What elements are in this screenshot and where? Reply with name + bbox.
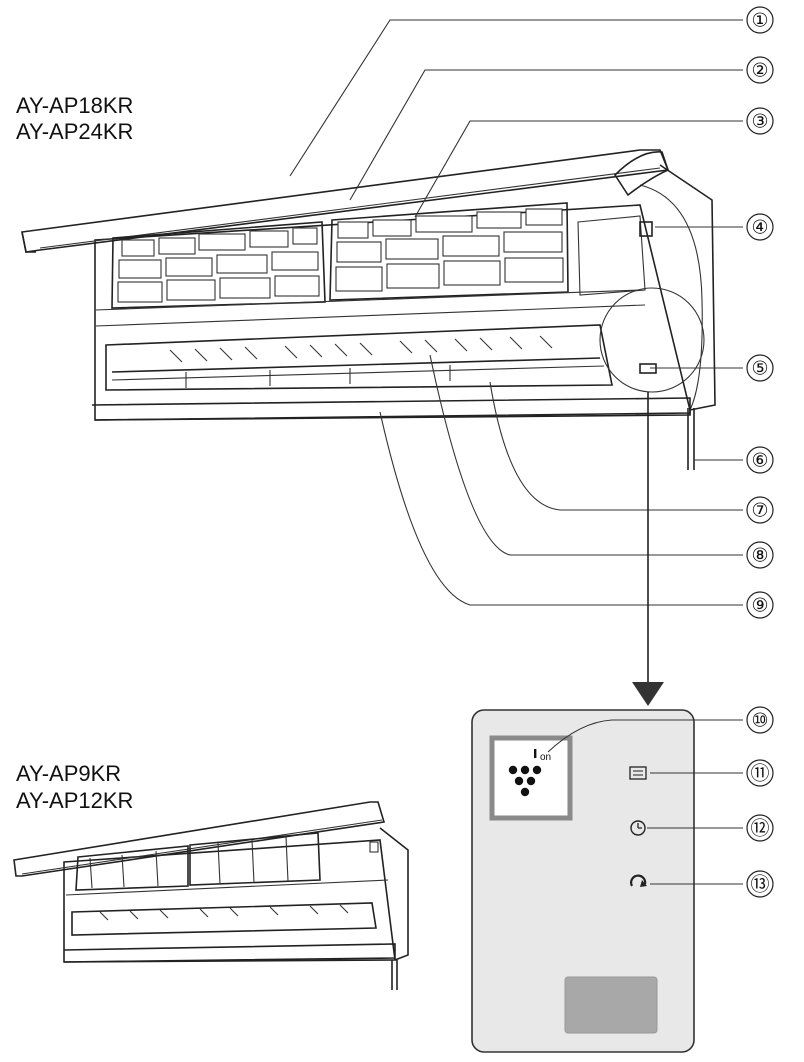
small-unit-front-panel [13,801,386,877]
svg-text:⑤: ⑤ [751,359,768,380]
timer-lamp-icon [630,820,646,836]
callout-7: ⑦ [746,496,774,524]
small-air-outlet [71,902,377,936]
callout-4: ④ [746,213,774,241]
leader-8 [429,354,743,556]
switch-part-4 [639,221,653,237]
control-compartment [577,215,646,296]
turbo-lamp-icon [630,874,647,887]
leader-lines-panel [547,719,743,885]
detail-circle [599,287,705,393]
callout-5: ⑤ [746,354,774,382]
vertical-louvers [169,335,553,363]
drain-hose [687,408,695,470]
small-front-panel-edge [21,819,383,875]
horizontal-louver [111,357,601,373]
unit-side-panel [659,164,716,411]
svg-text:⑨: ⑨ [751,596,768,617]
svg-text:⑩: ⑩ [751,711,768,732]
small-filter-left-grid [89,850,159,889]
model-label-large-2: AY-AP24KR [16,119,133,144]
front-panel-tab [21,231,36,253]
leader-9 [379,411,743,606]
operation-lamp-icon [629,766,647,780]
signal-receiver [564,976,658,1034]
svg-text:⑧: ⑧ [751,546,768,567]
ion-label-text: on [540,752,551,763]
unit-side-curve [639,184,703,411]
body-line-1 [95,289,641,311]
air-outlet [105,324,613,391]
svg-text:⑬: ⑬ [750,874,769,896]
small-drain-hose [391,960,398,990]
small-body-line [65,879,389,896]
small-vertical-louvers [99,904,349,921]
leader-10 [547,719,743,753]
svg-text:⑫: ⑫ [750,818,769,840]
model-label-small-2: AY-AP12KR [16,788,133,813]
indoor-unit-large [21,149,716,470]
small-filter-left [75,845,189,891]
indoor-unit-small [13,801,409,990]
body-line-2 [95,304,646,327]
svg-text:④: ④ [751,218,768,239]
leader-1 [289,19,743,177]
leader-lines-large [289,19,743,606]
svg-text:③: ③ [751,112,768,133]
callout-1: ① [746,6,774,34]
svg-text:⑪: ⑪ [750,763,769,785]
svg-text:②: ② [751,61,768,82]
small-unit-side [379,827,409,961]
front-panel-edge [39,167,661,249]
svg-text:⑥: ⑥ [751,451,768,472]
small-filter-right [189,832,321,886]
leader-2 [349,69,743,201]
callout-9: ⑨ [746,591,774,619]
model-label-small-1: AY-AP9KR [16,761,121,786]
louver-dividers [185,365,451,388]
callout-3: ③ [746,107,774,135]
callout-2: ② [746,56,774,84]
callout-12: ⑫ [746,814,774,842]
display-panel-detail: on [471,709,695,1053]
callout-13: ⑬ [746,870,774,898]
small-unit-bottom [63,943,396,963]
svg-text:⑦: ⑦ [751,501,768,522]
callout-10: ⑩ [746,706,774,734]
detail-arrow [632,392,664,706]
callout-8: ⑧ [746,541,774,569]
unit-bottom-edge [91,397,691,421]
small-filter-right-grid [217,836,289,885]
leader-7 [489,381,743,511]
front-panel-hinge [613,151,669,197]
model-label-large-1: AY-AP18KR [16,93,133,118]
horizontal-louver-edge [111,365,605,381]
svg-text:①: ① [751,11,768,32]
small-switch [369,841,379,853]
leader-3 [414,120,743,218]
small-unit-body [63,839,396,963]
air-filter-right [329,202,569,301]
callout-11: ⑪ [746,759,774,787]
air-filter-left [111,221,326,309]
ion-indicator-icon [508,749,542,797]
callout-6: ⑥ [746,446,774,474]
